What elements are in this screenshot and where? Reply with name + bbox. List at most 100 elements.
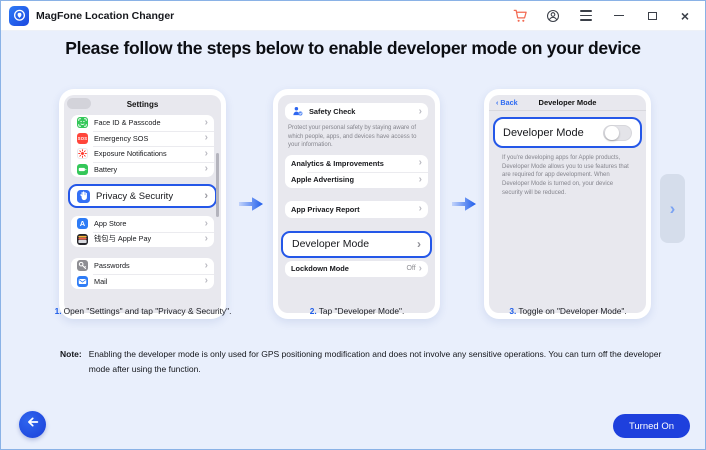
page-title: Please follow the steps below to enable … [65,38,641,58]
chevron-right-icon [419,204,422,214]
chevron-right-icon [205,133,208,143]
minimize-icon[interactable] [611,8,627,24]
wallet-icon [77,233,88,245]
list-item-label: Analytics & Improvements [291,158,384,168]
exposure-icon [77,148,88,160]
menu-icon[interactable] [578,8,594,24]
privacy-group: Analytics & Improvements Apple Advertisi… [285,155,428,189]
faceid-icon [77,117,88,129]
phone3-navbar: Back Developer Mode [489,95,646,111]
list-item-label: Exposure Notifications [94,149,167,159]
appstore-icon: A [77,218,88,230]
step-text: Tap "Developer Mode". [318,306,405,316]
list-item-wallet: 钱包与 Apple Pay [71,231,214,248]
mail-icon [77,275,88,287]
chevron-right-icon [205,261,208,271]
account-icon[interactable] [545,8,561,24]
note: Note: Enabling the developer mode is onl… [60,347,679,377]
chevron-right-icon [205,149,208,159]
settings-group-3: Passwords Mail [71,258,214,289]
step-1-caption: 1.Open "Settings" and tap "Privacy & Sec… [53,305,233,318]
cart-icon[interactable] [512,8,528,24]
phone3-screen: Back Developer Mode Developer Mode If yo… [489,95,646,313]
list-item-passwords: Passwords [71,258,214,274]
step-number: 3. [509,306,517,316]
step-text: Toggle on "Developer Mode". [518,306,627,316]
list-item-label: Passwords [94,261,130,271]
battery-icon [77,163,88,175]
sos-icon: SOS [77,132,88,144]
maximize-icon[interactable] [644,8,660,24]
chevron-right-icon [204,191,208,202]
arrow-left-icon [26,415,40,434]
safety-check-description: Protect your personal safety by staying … [288,125,417,149]
note-label: Note: [60,349,82,359]
status-pill [67,98,91,109]
phone-step-1: Settings Face ID & Passcode SOS Emergenc… [59,89,226,319]
close-icon[interactable]: × [680,7,690,24]
turned-on-button[interactable]: Turned On [612,414,690,438]
phone1-scrollbar[interactable] [216,153,219,217]
settings-group-2: A App Store 钱包与 Apple Pay [71,216,214,247]
toggle-knob [605,126,619,140]
phone-step-2: Safety Check Protect your personal safet… [273,89,440,319]
magfone-logo-icon [9,5,29,26]
chevron-right-icon [419,175,422,185]
step-3-caption: 3.Toggle on "Developer Mode". [463,305,673,318]
settings-group-1: Face ID & Passcode SOS Emergency SOS Exp… [71,115,214,177]
flow-arrow-icon [238,195,264,218]
developer-mode-label: Developer Mode [292,238,370,251]
chevron-right-icon [205,234,208,244]
developer-mode-row[interactable]: Developer Mode [281,230,432,258]
chevron-right-icon: › [669,198,676,218]
list-item-label: App Store [94,219,127,229]
back-nav-link[interactable]: Back [496,98,517,107]
chevron-right-icon [205,164,208,174]
passwords-icon [77,260,88,272]
privacy-hand-icon [77,189,90,203]
app-privacy-report-row: App Privacy Report [285,201,428,218]
lockdown-mode-row: Lockdown Mode Off [285,260,428,277]
list-item-label: Apple Advertising [291,175,354,185]
step-number: 2. [309,306,317,316]
safety-check-row: Safety Check [285,103,428,120]
step-text: Open "Settings" and tap "Privacy & Secur… [63,306,232,316]
step-number: 1. [54,306,62,316]
list-item-label: Mail [94,276,108,286]
phone-step-3: Back Developer Mode Developer Mode If yo… [484,89,651,319]
list-item-appstore: A App Store [71,216,214,232]
list-item-faceid: Face ID & Passcode [71,115,214,131]
chevron-right-icon [205,118,208,128]
list-item-apple-advertising: Apple Advertising [285,171,428,189]
chevron-right-icon [419,158,422,168]
list-item-label: Battery [94,164,118,174]
list-item-exposure: Exposure Notifications [71,146,214,162]
developer-mode-description: If you're developing apps for Apple prod… [502,155,629,196]
flow-arrow-icon [451,195,477,218]
privacy-security-label: Privacy & Security [96,190,174,202]
developer-mode-toggle[interactable] [603,124,632,141]
list-item-battery: Battery [71,161,214,178]
privacy-security-row[interactable]: Privacy & Security [68,184,217,208]
settings-title: Settings [126,100,159,109]
safety-check-icon [291,106,303,118]
developer-mode-label: Developer Mode [503,126,584,139]
list-item-mail: Mail [71,273,214,290]
list-item-label: Face ID & Passcode [94,118,161,128]
list-item-label: Emergency SOS [94,133,149,143]
phone2-screen: Safety Check Protect your personal safet… [278,95,435,313]
list-item-label: App Privacy Report [291,204,360,214]
chevron-right-icon [205,219,208,229]
titlebar: MagFone Location Changer × [1,1,705,31]
lockdown-mode-value: Off [406,265,416,273]
app-title: MagFone Location Changer [36,9,175,22]
chevron-right-icon [419,264,422,274]
step-2-caption: 2.Tap "Developer Mode". [257,305,457,318]
note-text: Enabling the developer mode is only used… [88,349,662,374]
list-item-emergency-sos: SOS Emergency SOS [71,130,214,147]
nav-title: Developer Mode [538,98,597,107]
list-item-label: 钱包与 Apple Pay [94,234,152,244]
carousel-next-button[interactable]: › [660,174,685,243]
back-button[interactable] [19,411,46,438]
